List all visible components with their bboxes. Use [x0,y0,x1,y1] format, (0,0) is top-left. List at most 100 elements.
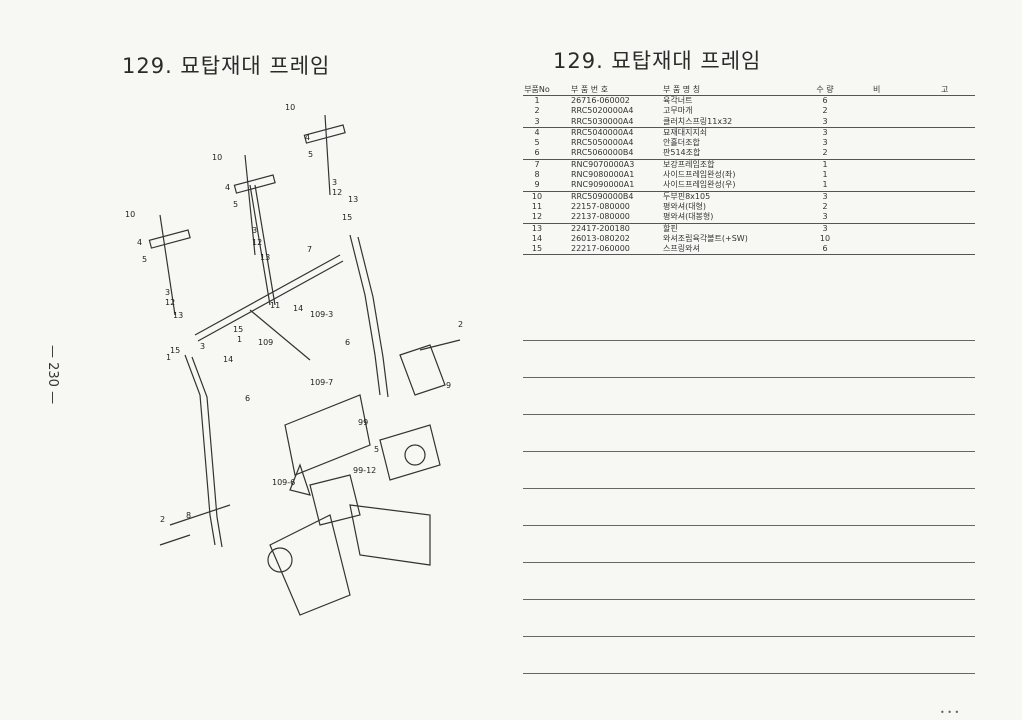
cell-qty: 3 [822,191,828,201]
cell-qty: 3 [822,116,828,126]
callout-label: 99 [358,418,368,427]
callout-label: 9 [446,381,451,390]
table-row: 14 26013-080202 와셔조립육각볼트(+SW) 10 [523,234,975,244]
cell-name: 스프링와셔 [663,244,700,254]
cell-part: 26013-080202 [571,233,630,243]
cell-no: 5 [534,138,540,148]
callout-label: 2 [160,515,165,524]
cell-qty: 6 [822,96,828,105]
cell-part: RRC5050000A4 [571,138,634,148]
cell-qty: 3 [822,212,828,222]
cell-no: 3 [534,116,540,126]
cell-no: 9 [534,180,540,190]
cell-part: RNC9090000A1 [571,180,635,190]
cell-no: 15 [531,244,543,254]
callout-label: 13 [260,253,270,262]
callout-label: 5 [308,150,313,159]
cell-part: 22417-200180 [571,223,630,233]
cell-part: RRC5060000B4 [571,148,634,158]
cell-qty: 1 [822,170,828,180]
cell-part: 26716-060002 [571,96,630,105]
cell-qty: 6 [822,244,828,254]
callout-label: 12 [165,298,175,307]
cell-no: 4 [534,127,540,137]
cell-part: RNC9080000A1 [571,170,635,180]
blank-line [523,341,975,378]
callout-label: 14 [223,355,233,364]
cell-no: 1 [534,96,540,105]
cell-name: 사이드프레임완성(우) [663,180,736,190]
callout-label: 3 [252,226,257,235]
cell-no: 10 [531,191,543,201]
cell-part: 22137-080000 [571,212,630,222]
table-row: 10 RRC5090000B4 두부핀8x105 3 [523,192,975,202]
blank-line [523,304,975,341]
callout-label: 10 [285,103,295,112]
callout-label: 12 [252,238,262,247]
blank-line [523,563,975,600]
callout-label: 11 [270,301,280,310]
cell-qty: 1 [822,159,828,169]
callout-label: 10 [125,210,135,219]
page-number: — 230 — [45,345,60,405]
callout-label: 3 [332,178,337,187]
cell-qty: 2 [822,148,828,158]
header-part-number: 부 품 번 호 [571,85,609,94]
callout-label: 3 [200,342,205,351]
cell-name: 육각너트 [663,96,693,105]
callout-label: 109-3 [310,310,333,319]
callout-label: 5 [142,255,147,264]
blank-line [523,378,975,415]
cell-part: RRC5090000B4 [571,191,634,201]
cell-no: 8 [534,170,540,180]
cell-name: 클러치스프링11x32 [663,116,733,126]
cell-no: 12 [531,212,543,222]
cell-qty: 3 [822,127,828,137]
callout-label: 10 [212,153,222,162]
cell-name: 할핀 [663,223,678,233]
callout-label: 5 [374,445,379,454]
callout-label: 13 [173,311,183,320]
table-row: 1 26716-060002 육각너트 6 [523,96,975,106]
cell-name: 두부핀8x105 [663,191,711,201]
header-note-2: 고 [941,85,949,94]
blank-line [523,489,975,526]
cell-no: 14 [531,233,543,243]
callout-label: 2 [458,320,463,329]
cell-name: 안홀더조합 [663,138,700,148]
callout-label: 15 [233,325,243,334]
callout-label: 109-6 [272,478,295,487]
exploded-parts-diagram: 10 4 5 3 12 13 10 4 5 3 12 13 10 4 5 3 1… [125,103,463,616]
cell-part: RRC5040000A4 [571,127,634,137]
blank-line [523,637,975,674]
cell-qty: 3 [822,223,828,233]
cell-name: 와셔조립육각볼트(+SW) [663,233,748,243]
cell-part: RRC5030000A4 [571,116,634,126]
blank-line [523,526,975,563]
callout-label: 109 [258,338,273,347]
cell-no: 11 [531,201,543,211]
cell-name: 고무마개 [663,106,693,116]
cell-part: 22157-080000 [571,201,630,211]
cell-qty: 3 [822,138,828,148]
callout-label: 15 [170,346,180,355]
callout-label: 7 [307,245,312,254]
callout-label: 3 [165,288,170,297]
cell-qty: 10 [819,233,831,243]
cell-name: 사이드프레임완성(좌) [663,170,736,180]
header-note-1: 비 [873,85,881,94]
callout-label: 12 [332,188,342,197]
blank-line [523,415,975,452]
page-title-left: 129. 묘탑재대 프레임 [122,54,331,78]
cell-no: 6 [534,148,540,158]
callout-label: 5 [233,200,238,209]
callout-label: 1 [166,353,171,362]
blank-ruled-lines [523,304,975,674]
cell-name: 평와셔(대형) [663,201,707,211]
